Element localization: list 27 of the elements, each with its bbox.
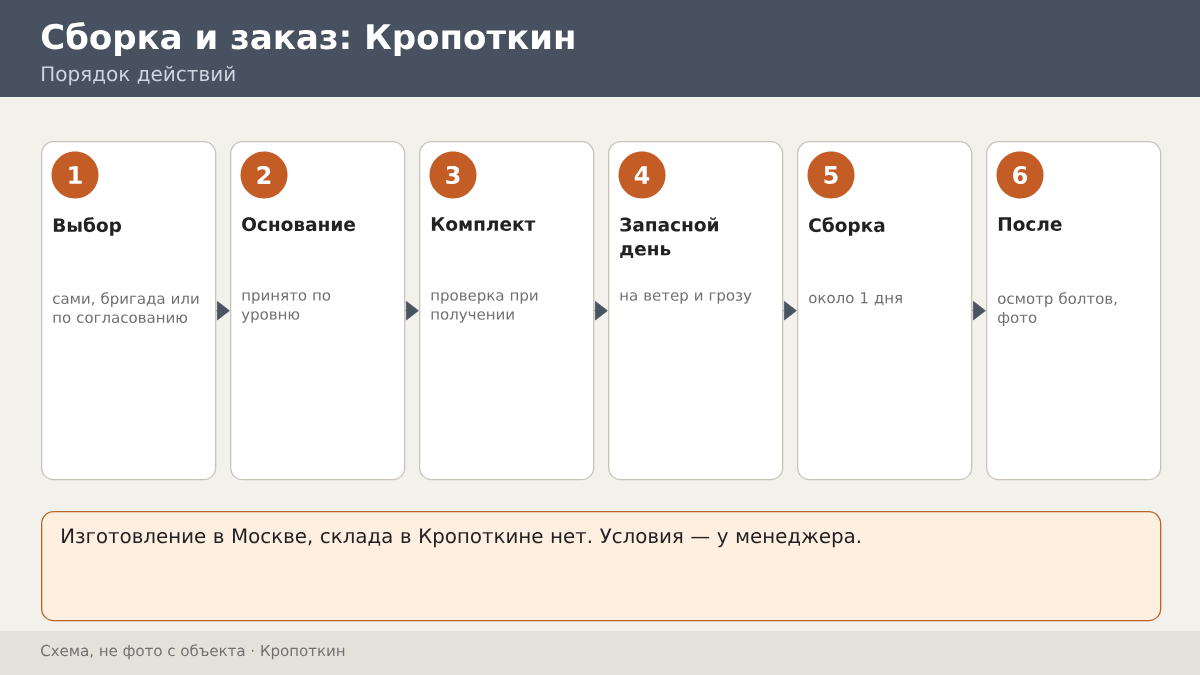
step-title: Основание	[242, 217, 355, 232]
number-badge: 2	[240, 151, 288, 199]
step-title: Выбор	[53, 217, 122, 236]
subtitle: Порядок действий	[42, 65, 235, 86]
number-badge: 4	[618, 151, 666, 199]
step-text: принято по уровню	[241, 292, 331, 323]
arrow	[971, 301, 986, 321]
footer-note: Схема, не фото с объекта · Кропоткин	[0, 631, 1200, 675]
number-badge: 1	[51, 151, 99, 199]
arrow	[215, 301, 230, 321]
step-title: Комплект	[431, 217, 536, 231]
arrow	[782, 301, 797, 321]
step-title: Запасной день	[620, 217, 718, 258]
step-text: проверка при получении	[431, 292, 538, 323]
note-box: Изготовление в Москве, склада в Кропоткине нет. Условия — у менеджера.	[41, 511, 1162, 622]
number-badge: 3	[429, 151, 477, 199]
step-text: на ветер и грозу	[620, 292, 752, 304]
number-badge: 6	[996, 151, 1044, 199]
arrow	[593, 301, 608, 321]
step-text: осмотр болтов, фото	[998, 292, 1117, 326]
step-text: сами, бригада или по согласованию	[53, 292, 199, 324]
step-text: около 1 дня	[809, 292, 902, 306]
title: Сборка и заказ: Кропоткин	[41, 22, 574, 57]
arrow	[404, 301, 419, 321]
step-title: Сборка	[809, 217, 885, 236]
step-title: После	[998, 217, 1062, 231]
number-badge: 5	[807, 151, 855, 199]
